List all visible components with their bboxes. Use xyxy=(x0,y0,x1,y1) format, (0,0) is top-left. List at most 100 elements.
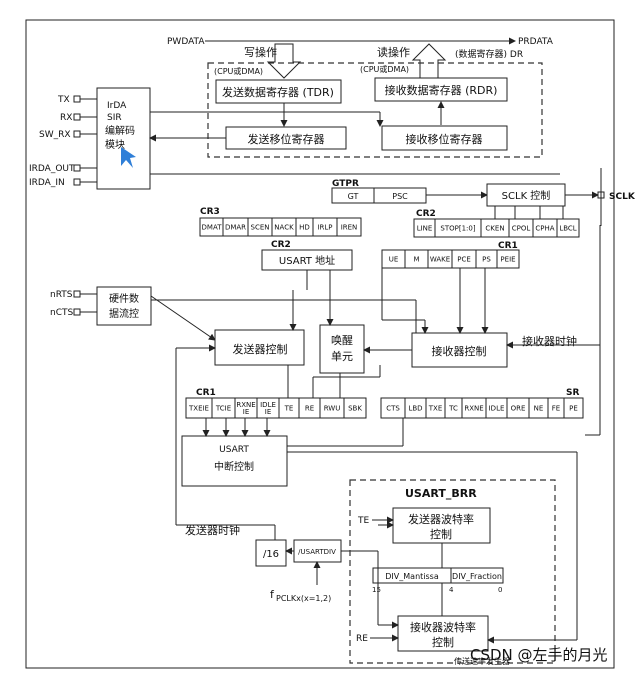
fpclk-subscript: PCLKx(x=1,2) xyxy=(276,594,331,603)
cr1_bottom-bit-cell xyxy=(343,397,367,419)
cr3-bit-label: HD xyxy=(299,223,310,231)
nrts-pin xyxy=(73,290,81,298)
irda-line-4: 模块 xyxy=(105,139,125,151)
rx-shift-label: 接收移位寄存器 xyxy=(406,132,483,146)
rx-baud-line-2: 控制 xyxy=(432,635,454,649)
read-arrow-shape xyxy=(411,43,447,79)
cr2_top-bit-label: CPOL xyxy=(512,224,531,232)
cpu-dma-left-label: (CPU或DMA) xyxy=(214,66,263,76)
cr2-top-title: CR2 xyxy=(416,209,436,219)
tx-clock-label: 发送器时钟 xyxy=(185,523,240,537)
sr-bit-label: NE xyxy=(534,404,544,412)
div-fraction-field xyxy=(450,567,504,584)
prdata-label: PRDATA xyxy=(518,37,554,47)
rx-control-label: 接收器控制 xyxy=(432,344,487,358)
cr1_bottom-bit-label: TXEIE xyxy=(188,404,209,412)
rx-baud-line-1: 接收器波特率 xyxy=(410,620,476,634)
irda-line-2: SIR xyxy=(107,113,122,123)
irda-sir-block xyxy=(96,87,151,190)
write-op-label: 写操作 xyxy=(244,45,277,59)
wakeup-unit-box xyxy=(319,324,365,374)
cr1_bottom-bit-label: RE xyxy=(305,404,314,412)
hw-flow-line-2: 据流控 xyxy=(109,307,139,320)
cr2_top-bit-label: LINE xyxy=(417,224,433,232)
tx-control-box xyxy=(214,329,305,366)
rx-shift-register-box xyxy=(381,125,508,151)
sr-bit-label: ORE xyxy=(511,404,526,412)
irda-line-1: IrDA xyxy=(107,101,127,111)
data-register-dr-label: (数据寄存器) DR xyxy=(455,48,523,60)
tx-shift-label: 发送移位寄存器 xyxy=(248,132,325,146)
cr3-bit-label: NACK xyxy=(274,223,294,231)
sr-bit-label: IDLE xyxy=(489,404,505,412)
tx-pin-label: TX xyxy=(57,95,70,105)
cr3-bit-label: DMAT xyxy=(202,223,223,231)
sr-bit-label: RXNE xyxy=(464,404,483,412)
interrupt-sub: 中断控制 xyxy=(214,460,254,473)
cr1_bottom-bit-label: RWU xyxy=(324,404,341,412)
rdr-label: 接收数据寄存器 (RDR) xyxy=(385,83,498,97)
ncts-pin-label: nCTS xyxy=(50,308,73,318)
gtpr-title: GTPR xyxy=(332,179,359,189)
sr-title: SR xyxy=(566,388,579,398)
rx-pin xyxy=(73,113,81,121)
cr1_bottom-bit-label: IE xyxy=(265,408,272,416)
hw-flow-line-1: 硬件数 xyxy=(109,292,139,305)
cr1_top-bit-label: WAKE xyxy=(430,255,450,263)
hw-flow-control-block xyxy=(96,286,152,326)
rx-baud-control-box xyxy=(397,615,489,652)
cr1_bottom-bit-label: TCIE xyxy=(215,404,231,412)
bit15-label: 15 xyxy=(372,586,381,594)
cr1_top-bit-label: PEIE xyxy=(500,255,515,263)
wakeup-line-1: 唤醒 xyxy=(331,333,353,347)
tdr-box xyxy=(215,79,342,104)
outer-frame xyxy=(25,19,615,669)
usart-interrupt-control-box xyxy=(181,435,288,487)
usart-brr-title: USART_BRR xyxy=(405,487,477,500)
cr1_bottom-bit-label: IDLE xyxy=(260,401,276,409)
usartdiv-label: /USARTDIV xyxy=(298,548,336,556)
irda-out-pin xyxy=(73,164,81,172)
sr-bit-label: CTS xyxy=(386,404,400,412)
interrupt-title: USART xyxy=(219,445,249,455)
sclk-control-label: SCLK 控制 xyxy=(502,189,551,202)
sw-rx-pin xyxy=(73,130,81,138)
irda-line-3: 编解码 xyxy=(105,124,135,137)
bit0-label: 0 xyxy=(498,586,502,594)
cr2-addr-title: CR2 xyxy=(271,240,291,250)
cr3-title: CR3 xyxy=(200,207,220,217)
write-arrow-shape xyxy=(266,43,302,79)
cr2_top-bit-label: CKEN xyxy=(485,224,504,232)
cr2_top-bit-label: STOP[1:0] xyxy=(440,224,475,232)
cr1_top-bit-label: PCE xyxy=(457,255,471,263)
usart-brr-region xyxy=(349,479,556,664)
cr3-bit-label: DMAR xyxy=(225,223,246,231)
sr-bit-cell xyxy=(563,397,584,419)
cr1_bottom-bit-label: SBK xyxy=(348,404,362,412)
nrts-pin-label: nRTS xyxy=(50,290,73,300)
cr2_top-bit-label: LBCL xyxy=(559,224,576,232)
cr3-bit-label: SCEN xyxy=(251,223,270,231)
irda-in-pin xyxy=(73,178,81,186)
tdr-label: 发送数据寄存器 (TDR) xyxy=(222,85,334,99)
irda-out-pin-label: IRDA_OUT xyxy=(29,164,75,174)
sclk-pin-label: SCLK xyxy=(609,192,636,202)
sr-bit-label: FE xyxy=(552,404,560,412)
cr1_top-bit-label: UE xyxy=(389,255,399,263)
irda-in-pin-label: IRDA_IN xyxy=(29,178,65,188)
data-register-region xyxy=(207,62,543,158)
csdn-watermark: CSDN @左手的月光 xyxy=(470,646,608,664)
gt-label: GT xyxy=(348,192,359,201)
tx-baud-line-1: 发送器波特率 xyxy=(408,512,474,526)
fpclk-label: f xyxy=(270,588,275,601)
cr1-bottom-title: CR1 xyxy=(196,388,216,398)
cr3-bit-cell xyxy=(336,217,362,237)
cr3-bit-label: IREN xyxy=(341,223,358,231)
psc-label: PSC xyxy=(392,192,408,201)
